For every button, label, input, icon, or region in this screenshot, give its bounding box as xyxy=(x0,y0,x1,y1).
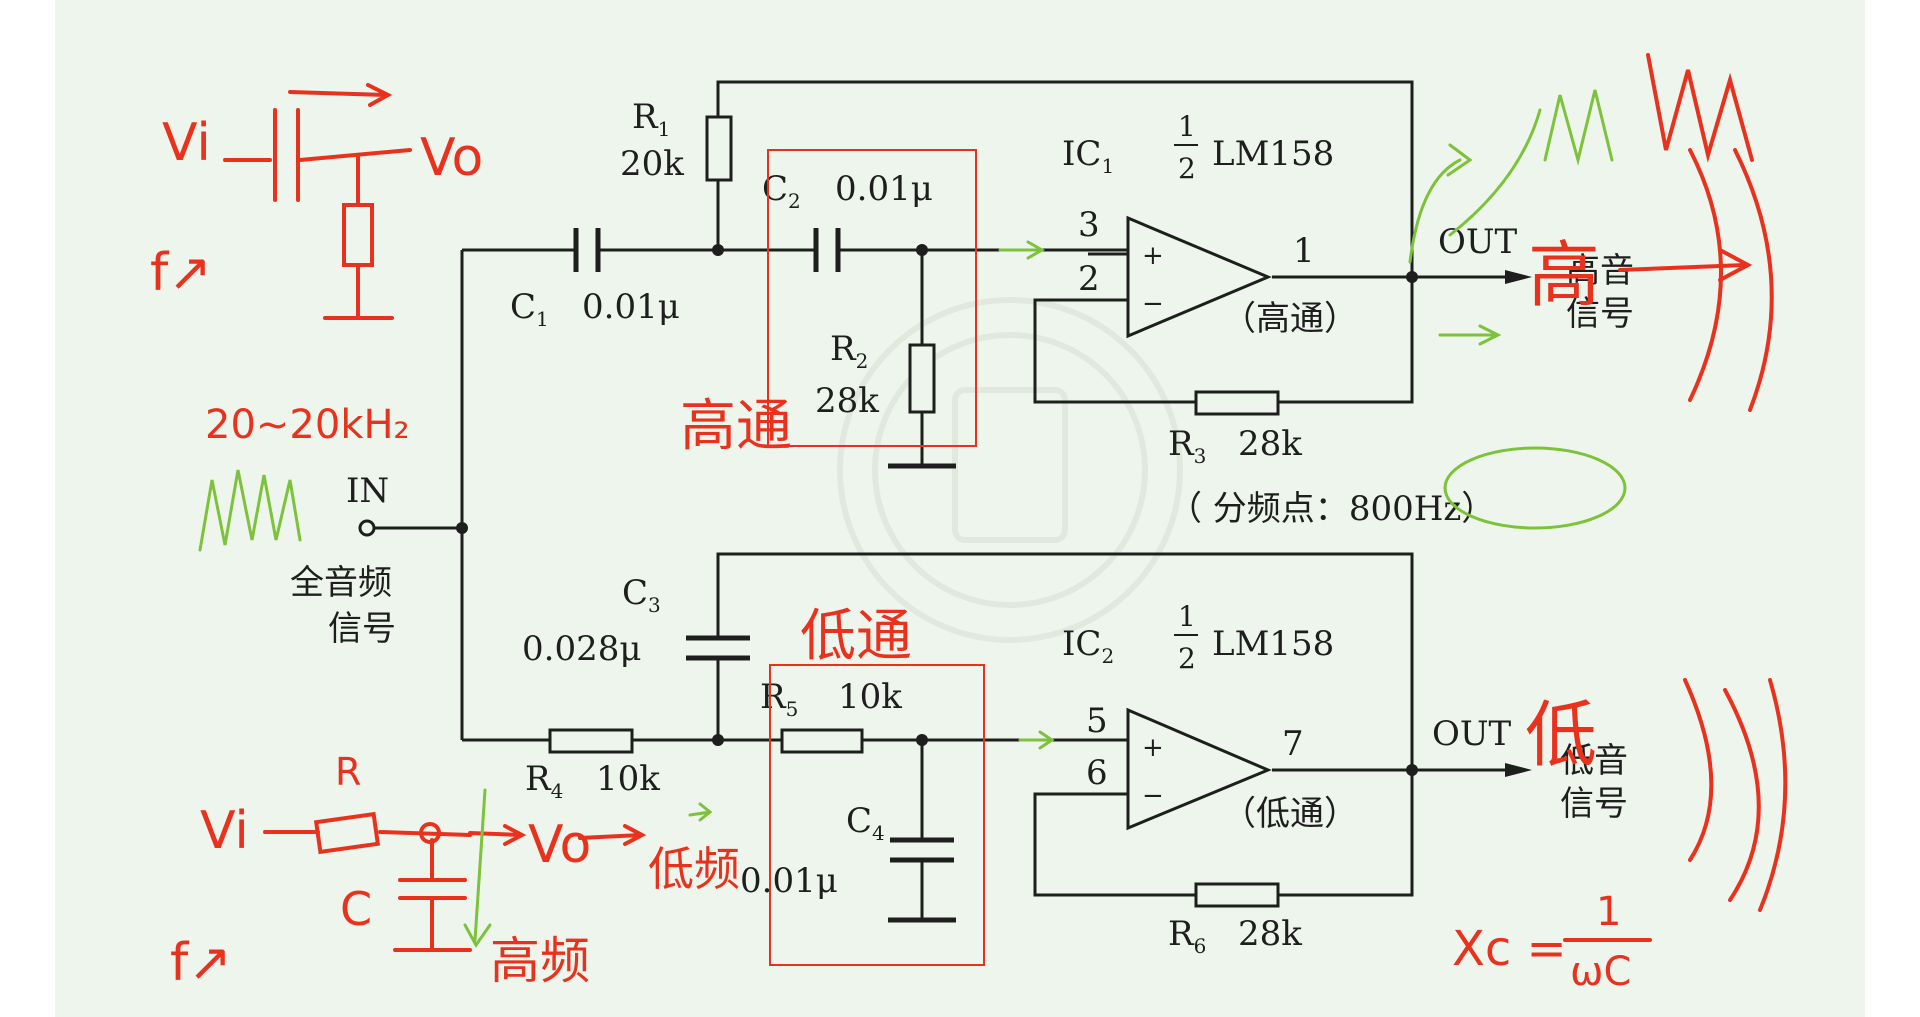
out-high-label: OUT xyxy=(1438,222,1518,262)
ic1-pin-out: 1 xyxy=(1293,231,1315,271)
ic2-frac-den: 2 xyxy=(1178,642,1196,675)
watermark-seal xyxy=(837,297,1183,643)
ic2-part: LM158 xyxy=(1212,624,1334,664)
ic1-pin-plus: 3 xyxy=(1078,205,1100,245)
capacitor-c2 xyxy=(813,228,841,272)
ic2-pin-plus: 5 xyxy=(1086,701,1108,741)
resistor-r2 xyxy=(908,343,936,414)
ic2-pin-out: 7 xyxy=(1282,724,1304,764)
resistor-r5 xyxy=(780,728,864,754)
annot-vo-top: Vo xyxy=(420,128,483,188)
r3-value: 28k xyxy=(1238,424,1302,464)
r2-value: 28k xyxy=(815,381,879,421)
junction-dots xyxy=(456,244,1418,776)
ic1-part: LM158 xyxy=(1212,134,1334,174)
annot-vi-top: Vi xyxy=(162,113,211,173)
capacitor-c3 xyxy=(686,635,750,661)
ic1-frac-num: 1 xyxy=(1178,110,1196,143)
out-low-label: OUT xyxy=(1432,714,1512,754)
resistor-r4 xyxy=(548,728,634,754)
c4-value: 0.01μ xyxy=(740,861,838,901)
annot-f-top: f↗ xyxy=(150,243,212,303)
c3-value: 0.028μ xyxy=(522,629,641,669)
svg-text:+: + xyxy=(1142,733,1164,763)
svg-text:−: − xyxy=(1142,289,1164,319)
r3-name: R3 xyxy=(1168,424,1206,468)
out-low-arrow xyxy=(1505,763,1532,777)
annot-c-label: C xyxy=(340,882,372,936)
handwritten-annotations xyxy=(223,53,1788,952)
annot-range: 20~20kH₂ xyxy=(205,402,410,448)
capacitor-c4 xyxy=(890,837,954,863)
highpass-section-box xyxy=(767,149,977,447)
r6-value: 28k xyxy=(1238,914,1302,954)
annot-xc-lhs: Xc = xyxy=(1452,921,1567,977)
input-terminal xyxy=(358,519,376,537)
svg-text:+: + xyxy=(1142,241,1164,271)
opamp-ic2 xyxy=(1126,707,1272,831)
annot-high-freq: 高频 xyxy=(490,932,590,990)
c2-value: 0.01μ xyxy=(835,169,933,209)
ic1-mode: （高通） xyxy=(1222,299,1358,339)
out-high-arrow xyxy=(1505,270,1532,284)
annot-low-freq: 低频 xyxy=(648,842,740,896)
annot-xc-num: 1 xyxy=(1596,889,1621,935)
out-low-line1: 低音 xyxy=(1560,741,1628,781)
annot-vi-bottom: Vi xyxy=(200,801,249,861)
green-sketches xyxy=(198,89,1627,948)
out-high-line2: 信号 xyxy=(1566,294,1634,334)
svg-text:−: − xyxy=(1142,781,1164,811)
ic2-name: IC2 xyxy=(1062,624,1114,668)
annot-vo-bottom: Vo xyxy=(528,815,591,875)
c4-name: C4 xyxy=(846,801,885,845)
annot-r-label: R xyxy=(335,750,361,794)
annot-f-bottom: f↗ xyxy=(170,933,232,993)
resistor-r6 xyxy=(1194,882,1280,908)
annot-high-mark: 高 xyxy=(1528,233,1600,317)
c1-value: 0.01μ xyxy=(582,287,680,327)
ic2-frac-num: 1 xyxy=(1178,600,1196,633)
ic1-pin-minus: 2 xyxy=(1078,259,1100,299)
input-desc-1: 全音频 xyxy=(290,563,392,603)
circuit-wires xyxy=(372,80,1505,920)
ic2-mode: （低通） xyxy=(1222,794,1358,834)
input-desc-2: 信号 xyxy=(328,609,396,649)
capacitor-c1 xyxy=(573,228,601,272)
r2-name: R2 xyxy=(830,329,868,373)
ic1-name: IC1 xyxy=(1062,134,1114,178)
annot-xc-den: ωC xyxy=(1570,949,1631,995)
c3-name: C3 xyxy=(622,573,661,617)
out-low-line2: 信号 xyxy=(1560,784,1628,824)
r1-value: 20k xyxy=(620,144,684,184)
r5-value: 10k xyxy=(838,677,902,717)
crossover-label: （ 分频点：800Hz） xyxy=(1168,489,1495,529)
resistor-r1 xyxy=(705,115,733,182)
input-label: IN xyxy=(346,471,389,511)
r6-name: R6 xyxy=(1168,914,1206,958)
lowpass-section-box xyxy=(769,664,985,966)
resistor-r3 xyxy=(1194,390,1280,416)
annot-low-mark: 低 xyxy=(1525,693,1597,777)
c2-name: C2 xyxy=(762,169,801,213)
r1-name: R1 xyxy=(632,97,670,141)
annot-highpass: 高通 xyxy=(680,394,792,459)
annot-lowpass: 低通 xyxy=(800,604,912,669)
r4-value: 10k xyxy=(596,759,660,799)
ic1-frac-den: 2 xyxy=(1178,152,1196,185)
ic2-pin-minus: 6 xyxy=(1086,753,1108,793)
c1-name: C1 xyxy=(510,287,549,331)
opamp-ic1 xyxy=(1126,215,1272,339)
r5-name: R5 xyxy=(760,677,798,721)
r4-name: R4 xyxy=(525,759,563,803)
